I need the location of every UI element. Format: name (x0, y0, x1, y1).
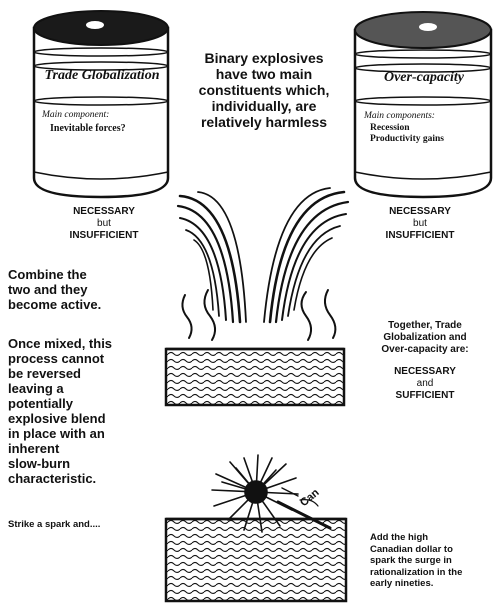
mixed-text: Once mixed, this process cannot be rever… (8, 336, 158, 486)
fume-lines (182, 290, 335, 340)
combine-text: Combine the two and they become active. (8, 267, 158, 312)
intro-text: Binary explosives have two main constitu… (174, 50, 354, 130)
dollar-line: Add the high (370, 532, 494, 544)
combine-line: become active. (8, 297, 158, 312)
mixed-line: Once mixed, this (8, 336, 158, 351)
combine-line: two and they (8, 282, 158, 297)
upper-tank (166, 349, 344, 405)
intro-line: have two main (174, 66, 354, 82)
intro-line: individually, are (174, 98, 354, 114)
mixed-line: be reversed (8, 366, 158, 381)
dollar-line: early nineties. (370, 578, 494, 590)
status-line: NECESSARY (360, 206, 480, 218)
left-barrel (34, 11, 168, 197)
status-line: but (360, 218, 480, 230)
intro-line: Binary explosives (174, 50, 354, 66)
status-line: but (44, 218, 164, 230)
status-line: and (358, 378, 492, 390)
together-status: NECESSARY and SUFFICIENT (358, 366, 492, 402)
dollar-line: Canadian dollar to (370, 544, 494, 556)
mixed-line: leaving a (8, 381, 158, 396)
left-barrel-label: Trade Globalization (36, 68, 168, 84)
left-barrel-component-value: Inevitable forces? (50, 123, 166, 134)
mixed-line: in place with an (8, 426, 158, 441)
dollar-line: rationalization in the (370, 567, 494, 579)
together-line: Globalization and (358, 332, 492, 344)
mixed-line: explosive blend (8, 411, 158, 426)
right-barrel-label: Over-capacity (357, 70, 491, 86)
right-status: NECESSARY but INSUFFICIENT (360, 206, 480, 242)
lower-tank (166, 519, 346, 601)
right-barrel-component-value: Productivity gains (370, 134, 488, 145)
right-barrel (355, 12, 491, 197)
combine-line: Combine the (8, 267, 158, 282)
left-barrel-component-heading: Main component: (42, 110, 162, 120)
right-barrel-component-heading: Main components: (364, 111, 488, 121)
intro-line: relatively harmless (174, 114, 354, 130)
mixed-line: potentially (8, 396, 158, 411)
right-barrel-component-value: Recession (370, 123, 488, 134)
dollar-text: Add the high Canadian dollar to spark th… (370, 532, 494, 590)
left-status: NECESSARY but INSUFFICIENT (44, 206, 164, 242)
status-line: INSUFFICIENT (44, 230, 164, 242)
spark-text: Strike a spark and.... (8, 519, 158, 530)
intro-line: constituents which, (174, 82, 354, 98)
together-text: Together, Trade Globalization and Over-c… (358, 320, 492, 356)
right-barrel-component-values: Recession Productivity gains (370, 123, 488, 145)
status-line: INSUFFICIENT (360, 230, 480, 242)
mixed-line: inherent (8, 441, 158, 456)
mixed-line: slow-burn (8, 456, 158, 471)
together-line: Together, Trade (358, 320, 492, 332)
mixed-line: process cannot (8, 351, 158, 366)
status-line: NECESSARY (358, 366, 492, 378)
dollar-line: spark the surge in (370, 555, 494, 567)
status-line: SUFFICIENT (358, 390, 492, 402)
mixed-line: characteristic. (8, 471, 158, 486)
together-line: Over-capacity are: (358, 344, 492, 356)
status-line: NECESSARY (44, 206, 164, 218)
